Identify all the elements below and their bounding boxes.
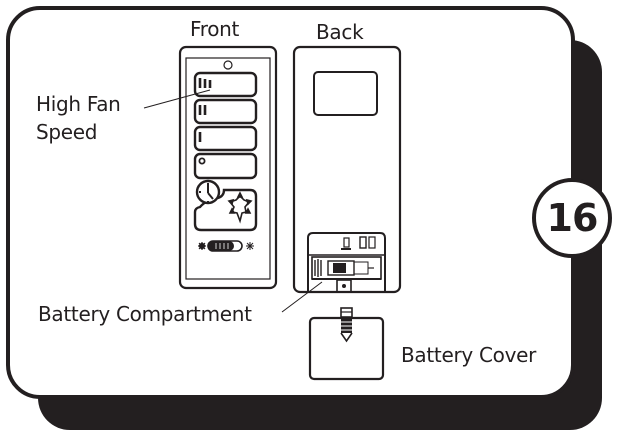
battery-compartment[interactable] <box>307 232 386 293</box>
light-bulb-icon <box>227 191 253 224</box>
step-number: 16 <box>546 196 599 240</box>
button-timer-light[interactable] <box>193 179 258 232</box>
callout-high-fan-speed-line2: Speed <box>36 120 98 144</box>
indicator-led <box>223 60 233 70</box>
leader-line-battery-compartment <box>281 281 323 313</box>
label-window <box>313 71 378 116</box>
callout-battery-compartment: Battery Compartment <box>38 302 252 326</box>
button-fan-high[interactable] <box>193 71 258 98</box>
latch-grip-icon <box>340 318 353 343</box>
battery-cover[interactable] <box>308 307 385 381</box>
remote-front <box>178 45 278 290</box>
fan-medium-icon <box>198 105 207 115</box>
button-fan-off[interactable] <box>193 152 258 180</box>
step-badge <box>532 178 612 258</box>
clock-icon <box>195 179 221 205</box>
button-fan-low[interactable] <box>193 125 258 152</box>
panel-card <box>6 6 575 399</box>
fan-high-icon <box>198 78 212 88</box>
sun-icon <box>198 242 206 250</box>
remote-back <box>292 45 402 381</box>
leader-line-high-fan <box>143 89 211 109</box>
callout-battery-cover: Battery Cover <box>401 343 537 367</box>
button-fan-medium[interactable] <box>193 98 258 125</box>
snowflake-icon <box>246 242 254 250</box>
callout-high-fan-speed-line1: High Fan <box>36 92 121 116</box>
mode-slider[interactable] <box>198 240 254 252</box>
front-view-title: Front <box>190 17 240 41</box>
fan-off-icon <box>198 157 206 165</box>
spring-icon <box>314 259 322 277</box>
back-view-title: Back <box>316 20 364 44</box>
